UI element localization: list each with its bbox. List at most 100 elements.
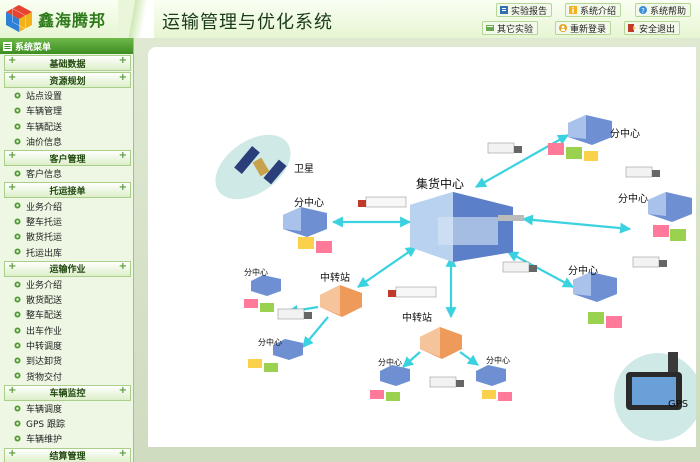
gear-bullet-icon [14,420,21,427]
sidebar-item-label: 业务介绍 [26,280,63,291]
sidebar-item[interactable]: 车辆维护 [0,431,133,446]
transfer-label-1: 中转站 [320,273,350,284]
arrow-transfer2-dc2 [459,351,479,366]
gear-bullet-icon [14,296,21,303]
dc-label-right: 分中心 [618,194,648,205]
info-icon [569,6,577,14]
sidebar-group-label: 结算管理 [49,452,86,462]
logistics-network-diagram [215,115,696,441]
goods-icons [244,143,686,401]
sidebar-item-label: 油价信息 [26,138,63,149]
expand-right-icon: + [118,150,127,162]
sidebar-item-label: GPS 跟踪 [26,420,65,431]
sidebar-group-4[interactable]: + 运输作业 + [4,260,131,277]
sidebar-item-label: 客户信息 [26,170,63,181]
sidebar-item[interactable]: 业务介绍 [0,198,133,213]
expand-right-icon: + [118,182,127,194]
svg-text:?: ? [641,7,645,15]
sidebar-item[interactable]: 客户信息 [0,166,133,181]
sidebar-item[interactable]: 站点设置 [0,88,133,103]
expand-left-icon: + [8,72,17,83]
expand-left-icon: + [8,447,17,459]
expand-right-icon: + [118,260,127,272]
sidebar-item[interactable]: 车辆配送 [0,119,133,134]
system-intro-button[interactable]: 系统介绍 [565,3,622,17]
gear-bullet-icon [14,281,21,288]
sidebar-item[interactable]: 整车托运 [0,214,133,229]
system-intro-label: 系统介绍 [580,6,617,17]
truck-icons [277,142,667,388]
sidebar-item[interactable]: 油价信息 [0,134,133,149]
sidebar-item-label: 车辆调度 [26,404,63,415]
cube-logo-icon [6,5,32,32]
sidebar-group-2[interactable]: +客户管理+ [4,150,131,167]
sidebar-group-0[interactable]: +基础数据+ [4,55,131,71]
page-title: 运输管理与优化系统 [162,12,333,33]
sidebar-menu: +基础数据++资源规划+站点设置车辆管理车辆配送油价信息+客户管理+客户信息+托… [0,55,133,462]
report-icon [500,6,508,14]
hub-label: 集货中心 [416,177,465,191]
expand-right-icon: + [118,55,127,66]
system-help-label: 系统帮助 [650,6,687,17]
sidebar-item-label: 车辆管理 [26,107,63,118]
gear-bullet-icon [14,357,21,364]
expand-left-icon: + [8,384,17,396]
sidebar-item[interactable]: 整车配送 [0,307,133,322]
arrow-transfer2-dc1 [402,351,421,368]
gear-bullet-icon [14,248,21,255]
gear-bullet-icon [14,107,21,114]
safe-exit-label: 安全退出 [639,24,676,35]
sidebar-item-label: 货物交付 [26,372,63,383]
dc-label-left: 分中心 [294,198,324,209]
sidebar-item-label: 整车配送 [26,311,63,322]
sidebar-group-5[interactable]: +车辆监控+ [4,384,131,401]
sidebar-item[interactable]: 业务介绍 [0,277,133,292]
sidebar-item-label: 站点设置 [26,92,63,103]
warehouse-hub-icon [410,192,524,262]
sidebar-item-label: 出车作业 [26,326,63,337]
sidebar-group-label: 运输作业 [49,265,86,276]
sidebar-item-label: 车辆配送 [26,122,63,133]
main-panel: 卫星 集货中心 分中心 分中心 分中心 分中心 分中心 分中心 分中心 分中心 … [134,38,700,462]
sidebar-item[interactable]: 货物交付 [0,368,133,383]
sidebar: 系统菜单 +基础数据++资源规划+站点设置车辆管理车辆配送油价信息+客户管理+客… [0,38,134,462]
sidebar-item[interactable]: 车辆调度 [0,401,133,416]
sidebar-item-label: 到达卸货 [26,357,63,368]
warehouse-dc-icons [251,115,692,386]
report-button[interactable]: 实验报告 [496,3,553,17]
sidebar-item[interactable]: 散货配送 [0,292,133,307]
flow-arrows [286,134,632,368]
sidebar-item[interactable]: 出车作业 [0,323,133,338]
sidebar-item[interactable]: 散货托运 [0,229,133,244]
safe-exit-button[interactable]: 安全退出 [624,21,681,35]
arrow-transfer1-dc2 [302,316,329,348]
sidebar-header: 系统菜单 [0,38,133,54]
sidebar-item[interactable]: 到达卸货 [0,353,133,368]
system-help-button[interactable]: ? 系统帮助 [635,3,692,17]
expand-left-icon: + [8,55,17,66]
gear-bullet-icon [14,405,21,412]
sidebar-item[interactable]: 中转调度 [0,338,133,353]
gear-bullet-icon [14,138,21,145]
sidebar-group-3[interactable]: +托运接单+ [4,182,131,199]
gear-bullet-icon [14,233,21,240]
other-experiments-button[interactable]: 其它实验 [482,21,539,35]
sidebar-group-label: 资源规划 [49,76,86,87]
sidebar-item[interactable]: 车辆管理 [0,103,133,118]
dc-label-midright: 分中心 [568,266,598,277]
gear-bullet-icon [14,218,21,225]
sidebar-item[interactable]: 托运出库 [0,244,133,259]
sidebar-group-1[interactable]: +资源规划+ [4,72,131,88]
diagram-panel: 卫星 集货中心 分中心 分中心 分中心 分中心 分中心 分中心 分中心 分中心 … [148,47,696,447]
gear-bullet-icon [14,327,21,334]
app-header: 鑫海腾邦 运输管理与优化系统 实验报告 系统介绍 ? 系统帮助 其它实验 重新登… [0,0,700,39]
expand-right-icon: + [118,384,127,396]
expand-left-icon: + [8,260,17,272]
sidebar-item-label: 车辆维护 [26,435,63,446]
gear-bullet-icon [14,311,21,318]
sidebar-group-6[interactable]: +结算管理+ [4,447,131,462]
sidebar-item[interactable]: GPS 跟踪 [0,416,133,431]
report-label: 实验报告 [511,6,548,17]
relogin-button[interactable]: 重新登录 [555,21,612,35]
arrow-hub-midright [507,251,574,288]
